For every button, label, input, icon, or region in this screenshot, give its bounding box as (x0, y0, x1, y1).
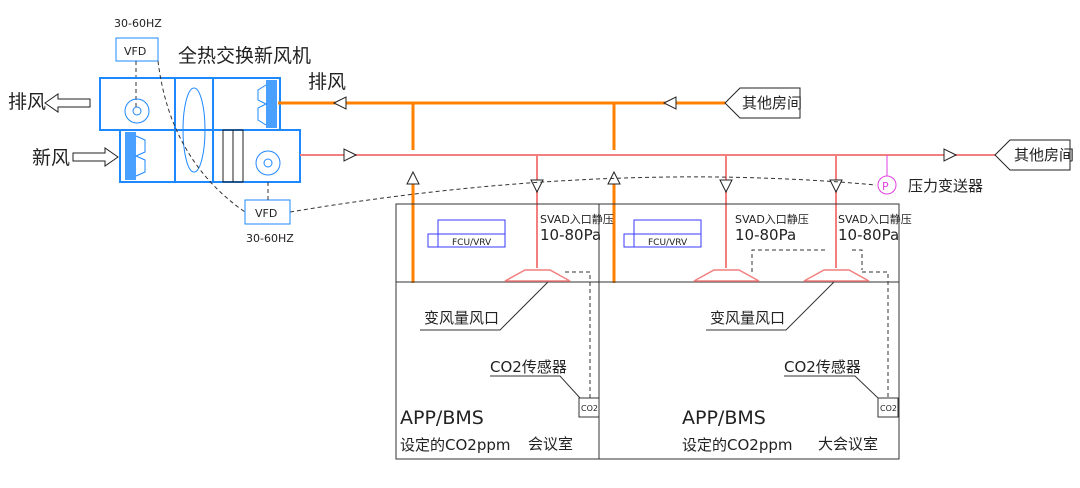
other-rooms-tag-exhaust (724, 87, 801, 119)
room-large-meeting: APP/BMS 设定的CO2ppm 大会议室 (682, 407, 878, 454)
flow-arrow-icon (332, 96, 347, 110)
svg-text:APP/BMS: APP/BMS (400, 407, 484, 429)
exhaust-label: 排风 (8, 91, 46, 113)
supply-fan-icon (255, 150, 281, 176)
svg-text:10-80Pa: 10-80Pa (735, 226, 796, 244)
flow-arrow-icon (343, 148, 358, 162)
vfd-bottom-freq: 30-60HZ (246, 232, 294, 245)
vfd-top-box (115, 37, 159, 62)
room-meeting: APP/BMS 设定的CO2ppm 会议室 (400, 407, 573, 454)
vav-diffuser-icon (693, 269, 760, 282)
svg-text:SVAD入口静压: SVAD入口静压 (735, 212, 809, 226)
heat-wheel-icon (182, 87, 206, 173)
fresh-air-label: 新风 (32, 147, 70, 169)
co2-sensor-box-1 (578, 397, 600, 418)
co2-sensor-label-2: CO2传感器 (784, 358, 861, 376)
duct-exhaust-label: 排风 (308, 71, 346, 93)
ahu-unit (99, 77, 301, 183)
flow-arrow-icon (719, 179, 733, 194)
vfd-control-wire (157, 60, 246, 213)
ahu-title: 全热交换新风机 (178, 45, 311, 67)
exhaust-arrow-icon (44, 93, 91, 113)
co2-sensor-label-1: CO2传感器 (490, 358, 567, 376)
exhaust-fan-icon (124, 98, 150, 124)
svg-text:CO2: CO2 (880, 404, 897, 413)
vav-diffuser-icon (504, 269, 571, 282)
svg-text:FCU/VRV: FCU/VRV (452, 238, 492, 248)
flow-arrow-icon (662, 96, 677, 110)
svg-text:大会议室: 大会议室 (818, 435, 878, 453)
diffuser-label-1: 变风量风口 (424, 309, 499, 327)
svg-text:SVAD入口静压: SVAD入口静压 (540, 212, 614, 226)
vfd-top-freq: 30-60HZ (114, 17, 162, 30)
svg-text:会议室: 会议室 (528, 435, 573, 453)
other-rooms-exhaust-label: 其他房间 (742, 94, 802, 112)
vfd-bottom-label: VFD (255, 207, 277, 220)
flow-arrow-icon (406, 170, 420, 185)
other-rooms-supply-label: 其他房间 (1014, 146, 1074, 164)
svg-text:设定的CO2ppm: 设定的CO2ppm (682, 436, 792, 454)
svg-text:10-80Pa: 10-80Pa (838, 226, 899, 244)
svg-text:设定的CO2ppm: 设定的CO2ppm (400, 436, 510, 454)
vfd-bottom-box (244, 199, 291, 225)
rooms-outline (395, 203, 900, 460)
fcu-unit: FCU/VRV (623, 219, 702, 248)
fcu-unit: FCU/VRV (427, 219, 506, 248)
diffuser-label-2: 变风量风口 (710, 309, 785, 327)
svg-text:CO2: CO2 (581, 404, 598, 413)
co2-sensor-box-2 (877, 397, 899, 418)
filter-icon (266, 80, 277, 128)
svg-text:10-80Pa: 10-80Pa (540, 226, 601, 244)
fresh-air-arrow-icon (72, 147, 119, 167)
pressure-sensor-symbol: P (882, 180, 889, 193)
filter-icon (125, 132, 136, 180)
pressure-sensor-icon (877, 175, 897, 195)
flow-arrow-icon (943, 148, 958, 162)
pressure-control-wire (289, 176, 877, 213)
other-rooms-tag-supply (994, 139, 1071, 171)
vfd-top-label: VFD (124, 45, 146, 58)
pressure-sensor-label: 压力变送器 (908, 177, 983, 195)
vav-diffuser-icon (803, 269, 870, 282)
svg-text:FCU/VRV: FCU/VRV (648, 238, 688, 248)
flow-arrow-icon (829, 179, 843, 194)
svg-text:SVAD入口静压: SVAD入口静压 (838, 212, 912, 226)
svg-text:APP/BMS: APP/BMS (682, 407, 766, 429)
